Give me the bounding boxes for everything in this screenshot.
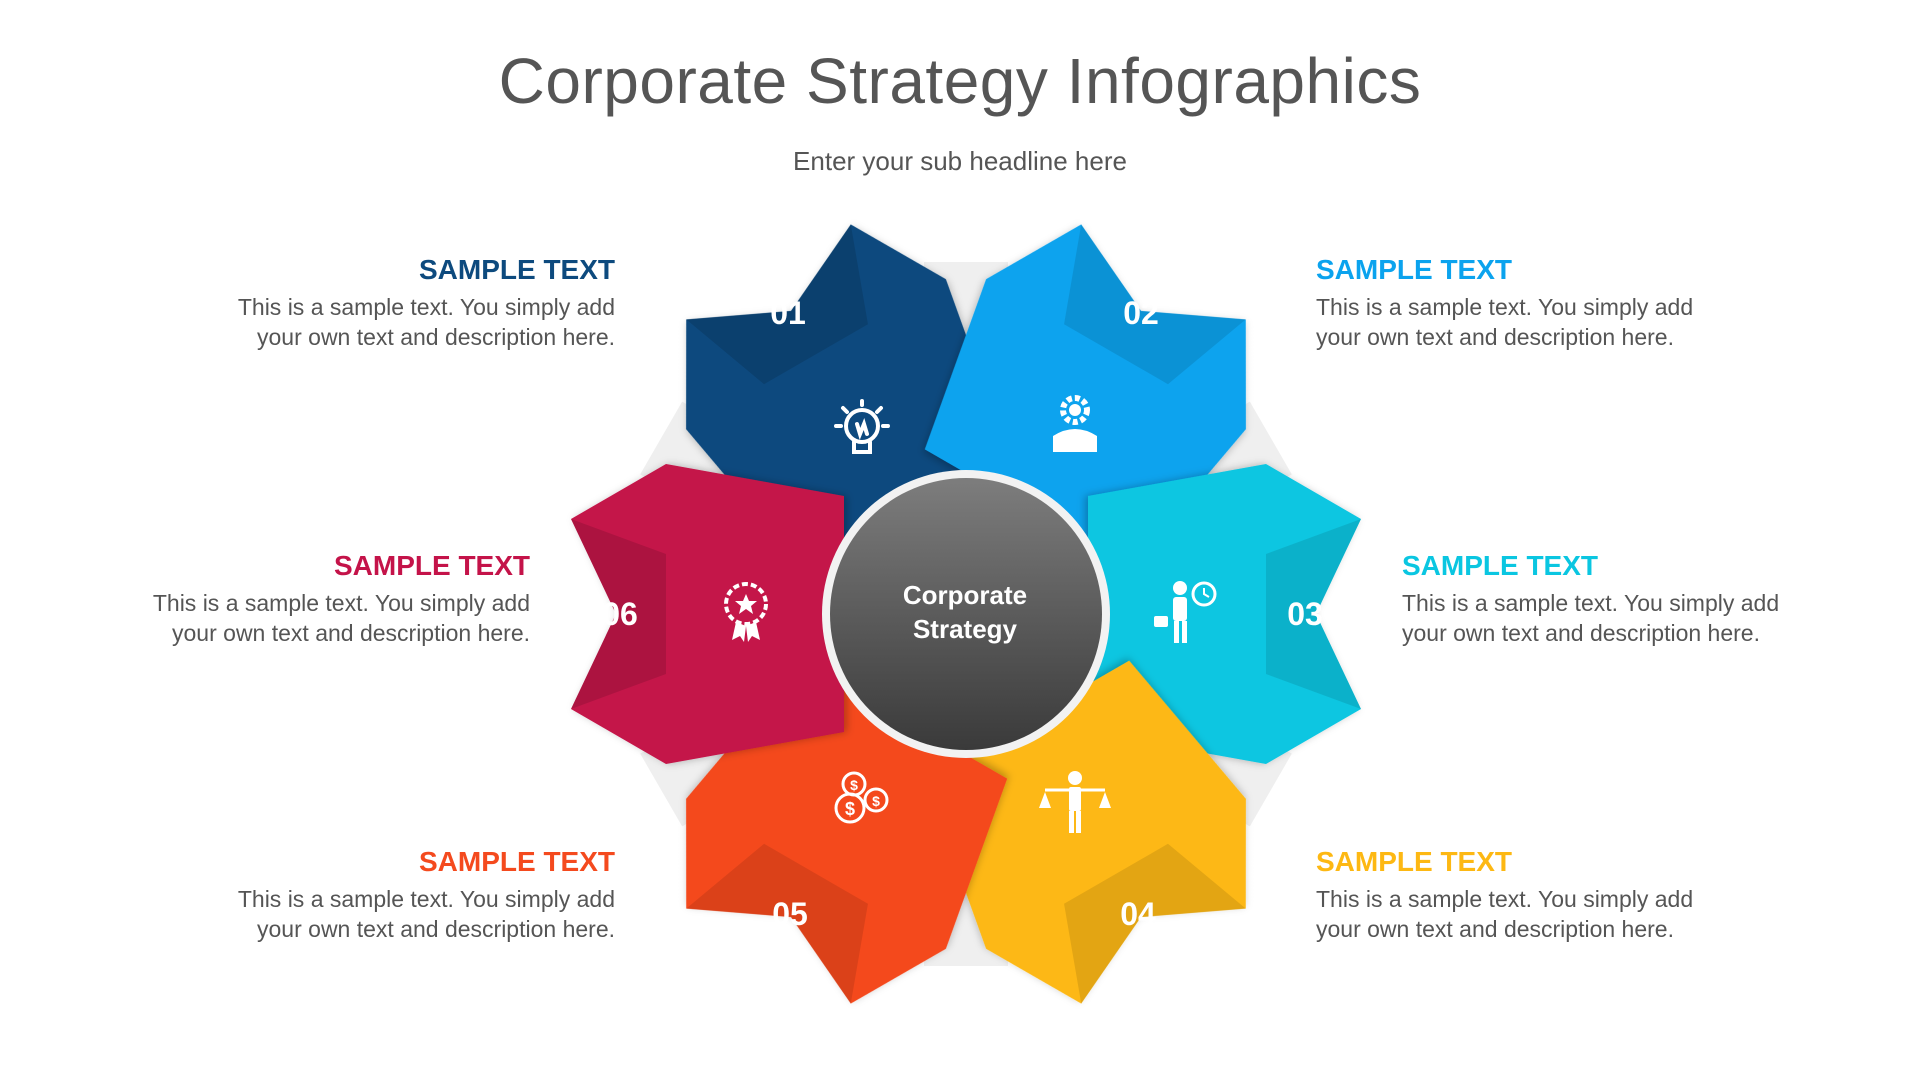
text-block-03-description: This is a sample text. You simply add yo…: [1402, 588, 1822, 648]
text-block-01-description: This is a sample text. You simply add yo…: [195, 292, 615, 352]
text-block-06-description-line2: your own text and description here.: [172, 620, 530, 646]
text-block-01-description-line1: This is a sample text. You simply add: [237, 294, 615, 320]
svg-text:$: $: [845, 799, 855, 819]
center-label-line2: Strategy: [912, 614, 1018, 644]
text-block-03-heading: SAMPLE TEXT: [1402, 550, 1599, 581]
text-block-02-description-line2: your own text and description here.: [1316, 324, 1674, 350]
gear-person-icon: [1053, 395, 1097, 452]
segment-02-fold: [1064, 224, 1246, 385]
text-block-05-description-line1: This is a sample text. You simply add: [237, 886, 615, 912]
center-label-line1: Corporate: [902, 580, 1028, 610]
segment-01-fold: [686, 224, 868, 385]
segment-06-shape: [571, 464, 844, 764]
page-title: Corporate Strategy Infographics: [498, 45, 1422, 117]
segment-03: [1088, 464, 1361, 764]
segment-04-number: 04: [1120, 896, 1156, 932]
page-subtitle: Enter your sub headline here: [793, 146, 1127, 176]
text-block-06: SAMPLE TEXT This is a sample text. You s…: [110, 550, 530, 648]
segment-06-number: 06: [602, 596, 638, 632]
text-block-04-description-line1: This is a sample text. You simply add: [1316, 886, 1694, 912]
businessman-clock-icon: [1154, 581, 1217, 643]
text-block-01-description-line2: your own text and description here.: [257, 324, 615, 350]
lightbulb-icon: [834, 399, 890, 454]
svg-text:$: $: [872, 793, 880, 809]
segment-05-number: 05: [772, 896, 808, 932]
segment-03-number: 03: [1287, 596, 1323, 632]
center-label: Corporate Strategy: [865, 578, 1065, 646]
segment-03-shape: [1088, 464, 1361, 764]
text-block-01-heading: SAMPLE TEXT: [418, 254, 615, 285]
text-block-04: SAMPLE TEXT This is a sample text. You s…: [1316, 846, 1736, 944]
text-block-02-heading: SAMPLE TEXT: [1316, 254, 1513, 285]
text-block-03-description-line1: This is a sample text. You simply add: [1402, 590, 1780, 616]
segment-05-fold: [686, 843, 868, 1004]
text-block-05-description: This is a sample text. You simply add yo…: [195, 884, 615, 944]
text-block-01: SAMPLE TEXT This is a sample text. You s…: [195, 254, 615, 352]
text-block-04-heading: SAMPLE TEXT: [1316, 846, 1513, 877]
text-block-04-description: This is a sample text. You simply add yo…: [1316, 884, 1736, 944]
person-scales-icon: [1039, 771, 1111, 833]
text-block-05-heading: SAMPLE TEXT: [418, 846, 615, 877]
text-block-05: SAMPLE TEXT This is a sample text. You s…: [195, 846, 615, 944]
segment-02-number: 02: [1123, 295, 1159, 331]
text-block-02-description: This is a sample text. You simply add yo…: [1316, 292, 1736, 352]
dollar-coins-icon: $ $ $: [834, 771, 889, 824]
text-block-06-description: This is a sample text. You simply add yo…: [110, 588, 530, 648]
text-block-05-description-line2: your own text and description here.: [257, 916, 615, 942]
segment-06: [571, 464, 844, 764]
text-block-02: SAMPLE TEXT This is a sample text. You s…: [1316, 254, 1736, 352]
segment-06-fold: [571, 519, 666, 709]
text-block-03: SAMPLE TEXT This is a sample text. You s…: [1402, 550, 1822, 648]
text-block-03-description-line2: your own text and description here.: [1402, 620, 1760, 646]
award-ribbon-icon: [724, 582, 768, 642]
center-circle: [830, 478, 1102, 750]
segment-04-fold: [1064, 843, 1246, 1004]
text-block-04-description-line2: your own text and description here.: [1316, 916, 1674, 942]
text-block-02-description-line1: This is a sample text. You simply add: [1316, 294, 1694, 320]
text-block-06-description-line1: This is a sample text. You simply add: [152, 590, 530, 616]
segment-01-number: 01: [770, 295, 806, 331]
segment-03-fold: [1266, 519, 1361, 709]
svg-text:$: $: [850, 777, 858, 793]
text-block-06-heading: SAMPLE TEXT: [333, 550, 530, 581]
